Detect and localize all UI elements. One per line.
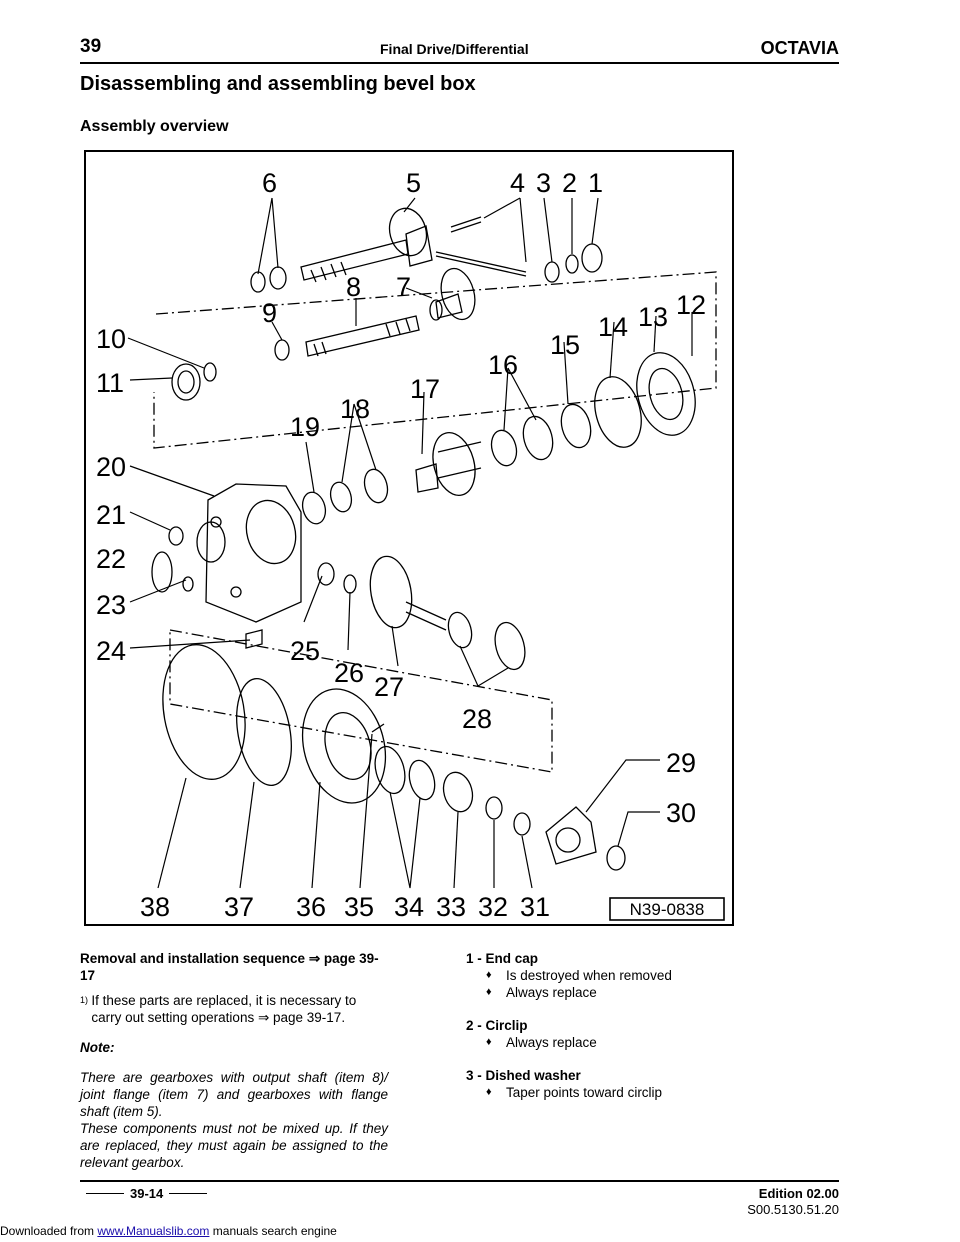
exploded-view-drawing: 1 2 3 4 5 6 7 8 9 10 11 12 13 14 15 16 1… bbox=[96, 168, 725, 922]
manualslib-link[interactable]: www.Manualslib.com bbox=[97, 1224, 210, 1238]
exploded-view-figure: 1 2 3 4 5 6 7 8 9 10 11 12 13 14 15 16 1… bbox=[84, 150, 734, 926]
part-label-23: 23 bbox=[96, 590, 126, 620]
page-number: 39-14 bbox=[130, 1186, 164, 1201]
left-column: Removal and installation sequence ⇒ page… bbox=[80, 950, 388, 1171]
part-label-30: 30 bbox=[666, 798, 696, 828]
page-heading: Disassembling and assembling bevel box bbox=[80, 73, 476, 95]
figure-id-box bbox=[609, 897, 725, 921]
item-bullet: ♦ Is destroyed when removed bbox=[466, 967, 766, 984]
footer-code: S00.5130.51.20 bbox=[747, 1202, 839, 1217]
note-paragraph-1: There are gearboxes with output shaft (i… bbox=[80, 1070, 388, 1119]
part-label-4: 4 bbox=[510, 168, 525, 198]
note-paragraph-2: These components must not be mixed up. I… bbox=[80, 1121, 388, 1170]
item-title: 3 - Dished washer bbox=[466, 1068, 581, 1083]
list-item: 2 - Circlip ♦ Always replace bbox=[466, 1017, 766, 1051]
bullet-text: Always replace bbox=[506, 985, 597, 1000]
footnote: 1) If these parts are replaced, it is ne… bbox=[80, 992, 388, 1026]
part-label-31: 31 bbox=[520, 892, 550, 922]
parts-list: 1 - End cap ♦ Is destroyed when removed ♦… bbox=[466, 950, 766, 1117]
item-bullet: ♦ Always replace bbox=[466, 1034, 766, 1051]
bullet-text: Taper points toward circlip bbox=[506, 1085, 663, 1100]
sequence-link[interactable]: Removal and installation sequence ⇒ page… bbox=[80, 951, 379, 983]
part-label-20: 20 bbox=[96, 452, 126, 482]
part-label-13: 13 bbox=[638, 302, 668, 332]
list-item: 3 - Dished washer ♦ Taper points toward c… bbox=[466, 1067, 766, 1101]
footer-rule bbox=[80, 1180, 839, 1182]
note-text: There are gearboxes with output shaft (i… bbox=[80, 1069, 388, 1171]
item-bullet: ♦ Always replace bbox=[466, 984, 766, 1001]
part-label-16: 16 bbox=[488, 350, 518, 380]
download-suffix: manuals search engine bbox=[209, 1224, 337, 1238]
part-label-35: 35 bbox=[344, 892, 374, 922]
part-label-24: 24 bbox=[96, 636, 126, 666]
part-label-28: 28 bbox=[462, 704, 492, 734]
figure-id: N39-0838 bbox=[630, 900, 705, 919]
download-prefix: Downloaded from bbox=[0, 1224, 98, 1238]
part-label-11: 11 bbox=[96, 368, 124, 398]
part-label-17: 17 bbox=[410, 374, 440, 404]
part-label-7: 7 bbox=[396, 272, 411, 302]
part-label-34: 34 bbox=[394, 892, 424, 922]
diamond-bullet-icon: ♦ bbox=[486, 969, 492, 981]
part-label-12: 12 bbox=[676, 290, 706, 320]
part-label-1: 1 bbox=[588, 168, 603, 198]
part-label-3: 3 bbox=[536, 168, 551, 198]
part-label-29: 29 bbox=[666, 748, 696, 778]
note-heading: Note: bbox=[80, 1040, 115, 1055]
part-label-21: 21 bbox=[96, 500, 126, 530]
header-rule bbox=[80, 62, 839, 64]
list-item: 1 - End cap ♦ Is destroyed when removed ♦… bbox=[466, 950, 766, 1001]
part-label-37: 37 bbox=[224, 892, 254, 922]
part-label-9: 9 bbox=[262, 298, 277, 328]
download-note: Downloaded from www.Manualslib.com manua… bbox=[0, 1224, 337, 1238]
footer-edition: Edition 02.00 bbox=[758, 1186, 839, 1201]
header-brand: OCTAVIA bbox=[760, 38, 839, 58]
part-label-33: 33 bbox=[436, 892, 466, 922]
part-label-8: 8 bbox=[346, 272, 361, 302]
header-title: Final Drive/Differential bbox=[380, 41, 529, 57]
item-bullet: ♦ Taper points toward circlip bbox=[466, 1084, 766, 1101]
part-label-38: 38 bbox=[140, 892, 170, 922]
part-label-36: 36 bbox=[296, 892, 326, 922]
diamond-bullet-icon: ♦ bbox=[486, 986, 492, 998]
item-title: 1 - End cap bbox=[466, 951, 539, 966]
diamond-bullet-icon: ♦ bbox=[486, 1086, 492, 1098]
part-label-26: 26 bbox=[334, 658, 364, 688]
part-label-15: 15 bbox=[550, 330, 580, 360]
part-label-14: 14 bbox=[598, 312, 628, 342]
part-label-27: 27 bbox=[374, 672, 404, 702]
part-label-5: 5 bbox=[406, 168, 421, 198]
part-label-10: 10 bbox=[96, 324, 126, 354]
part-label-2: 2 bbox=[562, 168, 577, 198]
part-label-18: 18 bbox=[340, 394, 370, 424]
part-label-6: 6 bbox=[262, 168, 277, 198]
diamond-bullet-icon: ♦ bbox=[486, 1036, 492, 1048]
part-label-32: 32 bbox=[478, 892, 508, 922]
bullet-text: Always replace bbox=[506, 1035, 597, 1050]
chapter-number: 39 bbox=[80, 36, 102, 57]
part-label-22: 22 bbox=[96, 544, 126, 574]
footer-page: 39-14 bbox=[80, 1186, 213, 1201]
part-label-19: 19 bbox=[290, 412, 320, 442]
footnote-text: If these parts are replaced, it is neces… bbox=[91, 993, 357, 1025]
bullet-text: Is destroyed when removed bbox=[506, 968, 672, 983]
page-subheading: Assembly overview bbox=[80, 118, 229, 135]
part-label-25: 25 bbox=[290, 636, 320, 666]
footnote-mark: 1) bbox=[80, 995, 89, 1005]
item-title: 2 - Circlip bbox=[466, 1018, 528, 1033]
